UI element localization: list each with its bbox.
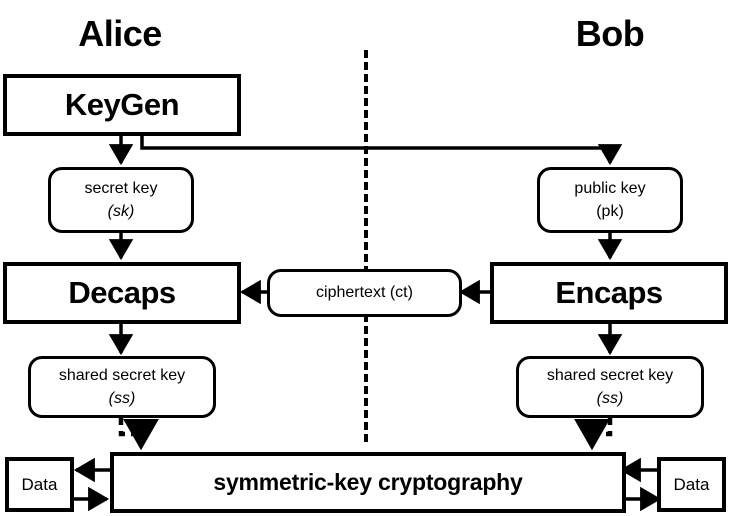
node-data-left[interactable]: Data — [5, 457, 74, 512]
arrow-keygen-to-public-key — [140, 136, 623, 166]
node-data-left-label: Data — [21, 474, 58, 494]
node-shared-secret-key-left-line2: (ss) — [108, 390, 136, 407]
node-decaps[interactable]: Decaps — [3, 262, 241, 324]
node-decaps-label: Decaps — [68, 275, 176, 310]
node-data-right-label: Data — [673, 474, 710, 494]
node-ciphertext-label-var: ct — [395, 284, 408, 301]
node-ciphertext[interactable]: ciphertext (ct) — [267, 269, 462, 317]
node-symmetric-key-cryptography[interactable]: symmetric-key cryptography — [110, 452, 626, 513]
party-divider — [364, 50, 368, 442]
node-ciphertext-label-prefix: ciphertext ( — [316, 284, 396, 301]
node-keygen-label: KeyGen — [64, 87, 180, 122]
node-shared-secret-key-right-line2: (ss) — [596, 390, 624, 407]
node-public-key[interactable]: public key (pk) — [537, 167, 683, 233]
node-public-key-label-line2: (pk) — [596, 203, 624, 220]
node-data-right[interactable]: Data — [657, 457, 726, 512]
node-keygen[interactable]: KeyGen — [3, 74, 241, 136]
node-shared-secret-key-left[interactable]: shared secret key (ss) — [28, 356, 216, 418]
node-symmetric-label: symmetric-key cryptography — [213, 469, 523, 495]
arrow-shared-secret-right-to-symmetric — [574, 418, 613, 451]
node-secret-key-label-line1: secret key — [84, 180, 158, 197]
node-ciphertext-label-suffix: ) — [407, 284, 413, 301]
arrow-shared-secret-left-to-symmetric — [118, 418, 159, 451]
node-shared-secret-key-right-line1: shared secret key — [546, 367, 674, 384]
node-shared-secret-key-right[interactable]: shared secret key (ss) — [516, 356, 704, 418]
node-secret-key-label-line2: (sk) — [107, 203, 135, 220]
node-shared-secret-key-left-line1: shared secret key — [58, 367, 186, 384]
party-label-bob: Bob — [575, 13, 645, 54]
node-public-key-label-line1: public key — [574, 180, 646, 197]
node-secret-key[interactable]: secret key (sk) — [48, 167, 194, 233]
node-encaps-label: Encaps — [555, 275, 663, 310]
party-label-alice: Alice — [78, 13, 162, 54]
node-encaps[interactable]: Encaps — [490, 262, 728, 324]
